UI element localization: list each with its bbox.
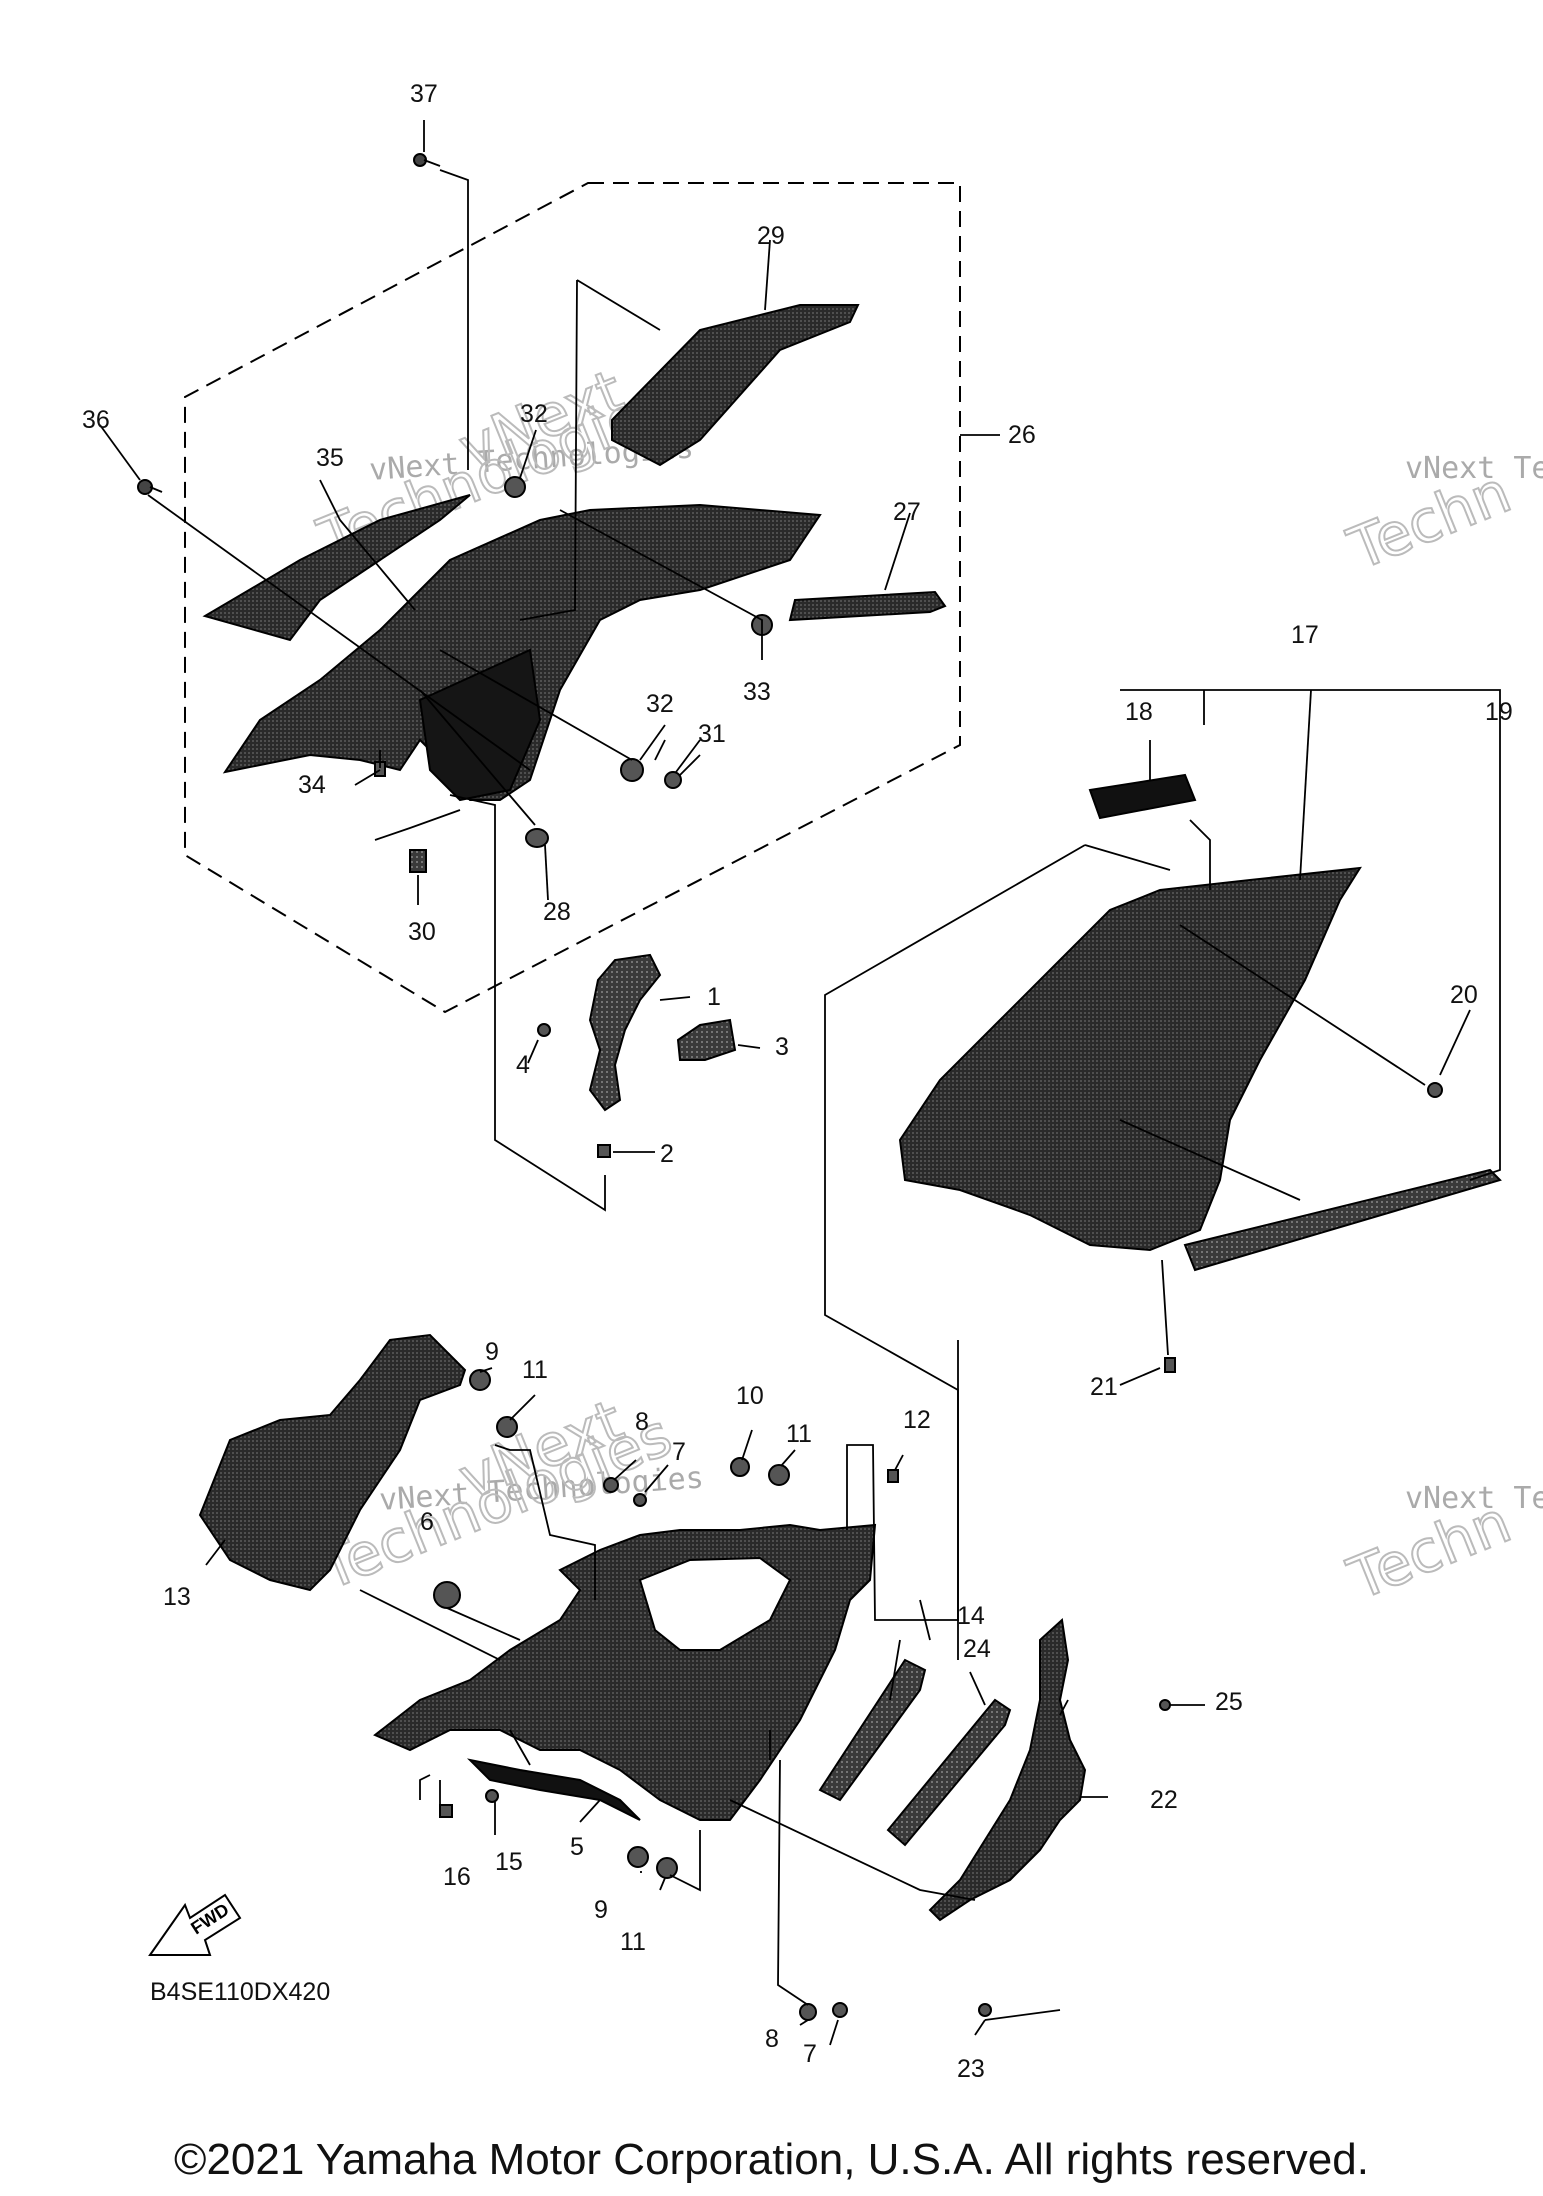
callout-33: 33 xyxy=(743,678,771,706)
callout-32: 32 xyxy=(520,400,548,428)
callout-30: 30 xyxy=(408,918,436,946)
callout-4: 4 xyxy=(516,1051,530,1079)
callout-7: 7 xyxy=(672,1438,686,1466)
part-8-washer xyxy=(603,1477,619,1493)
copyright-notice: ©2021 Yamaha Motor Corporation, U.S.A. A… xyxy=(174,2135,1369,2184)
callout-20: 20 xyxy=(1450,981,1478,1009)
callout-21: 21 xyxy=(1090,1373,1118,1401)
assembly-26-outline xyxy=(184,182,961,1014)
callout-10: 10 xyxy=(736,1382,764,1410)
part-7-screw xyxy=(832,2002,848,2018)
callout-1: 1 xyxy=(707,983,721,1011)
part-4-screw xyxy=(537,1023,551,1037)
callout-32: 32 xyxy=(646,690,674,718)
callout-11: 11 xyxy=(786,1420,812,1448)
part-30-pad xyxy=(409,849,427,873)
part-18-pad xyxy=(1088,773,1197,820)
callout-34: 34 xyxy=(298,771,326,799)
callout-36: 36 xyxy=(82,406,110,434)
callout-28: 28 xyxy=(543,898,571,926)
part-7-screw xyxy=(633,1493,647,1507)
part-21-clip xyxy=(1164,1357,1176,1373)
part-20-bolt xyxy=(1427,1082,1443,1098)
part-35-side-panel xyxy=(202,494,471,642)
part-36-bolt xyxy=(137,479,153,495)
callout-9: 9 xyxy=(594,1896,608,1924)
part-6-grommet xyxy=(433,1581,461,1609)
callout-29: 29 xyxy=(757,222,785,250)
part-2-nut xyxy=(597,1144,611,1158)
callout-23: 23 xyxy=(957,2055,985,2083)
callout-35: 35 xyxy=(316,444,344,472)
callout-7: 7 xyxy=(803,2040,817,2068)
part-26-lower-lip xyxy=(418,648,542,802)
callout-13: 13 xyxy=(163,1583,191,1611)
part-27-strip xyxy=(788,590,947,622)
part-8-washer xyxy=(799,2003,817,2021)
watermark-text: vNext Tec xyxy=(1405,451,1543,486)
callout-15: 15 xyxy=(495,1848,523,1876)
part-9-nut xyxy=(469,1369,491,1391)
part-5-inner-panel xyxy=(373,1523,877,1821)
callout-26: 26 xyxy=(1008,421,1036,449)
callout-8: 8 xyxy=(765,2025,779,2053)
part-37-bolt-shank xyxy=(423,159,441,167)
watermark-text: vNext Tec xyxy=(1405,1481,1543,1516)
part-31-nut xyxy=(664,771,682,789)
part-36-bolt-shank xyxy=(149,486,163,493)
part-1-bracket xyxy=(588,953,662,1112)
callout-9: 9 xyxy=(485,1338,499,1366)
part-3-pad xyxy=(676,1018,737,1061)
callout-numbers: 1 2 3 4 5 6 7 7 8 8 9 9 10 11 11 11 12 1… xyxy=(82,80,1513,2083)
part-10-nut xyxy=(730,1457,750,1477)
callout-22: 22 xyxy=(1150,1786,1178,1814)
callout-14: 14 xyxy=(957,1602,985,1630)
part-22-lower-cover xyxy=(928,1618,1087,1922)
part-28-grommet xyxy=(525,828,549,848)
part-14-strip xyxy=(818,1658,927,1802)
callout-3: 3 xyxy=(775,1033,789,1061)
part-11-grommet xyxy=(768,1464,790,1486)
callout-37: 37 xyxy=(410,80,438,108)
callout-2: 2 xyxy=(660,1140,674,1168)
part-11-grommet xyxy=(496,1416,518,1438)
callout-19: 19 xyxy=(1485,698,1513,726)
part-5-opening xyxy=(638,1556,792,1651)
part-32-grommet xyxy=(620,758,644,782)
callout-11: 11 xyxy=(522,1356,548,1384)
part-32-grommet-top xyxy=(504,476,526,498)
callout-27: 27 xyxy=(893,498,921,526)
part-29-cover xyxy=(611,304,860,467)
diagram-code: B4SE110DX420 xyxy=(150,1978,330,2006)
part-16-clip xyxy=(439,1804,453,1818)
callout-17: 17 xyxy=(1291,621,1319,649)
part-17-side-cowl xyxy=(898,866,1362,1252)
part-12-clip xyxy=(887,1469,899,1483)
callout-16: 16 xyxy=(443,1863,471,1891)
part-5-lower-wing xyxy=(466,1758,641,1821)
callout-31: 31 xyxy=(698,720,726,748)
callout-24: 24 xyxy=(963,1635,991,1663)
callout-5: 5 xyxy=(570,1833,584,1861)
callout-11: 11 xyxy=(620,1928,646,1956)
callout-8: 8 xyxy=(635,1408,649,1436)
callout-12: 12 xyxy=(903,1406,931,1434)
leader-lines xyxy=(99,120,1501,2046)
fwd-arrow: FWD xyxy=(148,1893,242,1956)
part-15-screw xyxy=(485,1789,499,1803)
part-24-strip xyxy=(886,1698,1012,1847)
callout-6: 6 xyxy=(420,1508,434,1536)
callout-25: 25 xyxy=(1215,1688,1243,1716)
part-23-screw xyxy=(978,2003,992,2017)
callout-18: 18 xyxy=(1125,698,1153,726)
part-13-air-duct xyxy=(198,1333,467,1592)
part-9-nut xyxy=(627,1846,649,1868)
part-19-strip xyxy=(1183,1168,1502,1272)
part-25-clip xyxy=(1159,1699,1171,1711)
part-11-grommet xyxy=(656,1857,678,1879)
